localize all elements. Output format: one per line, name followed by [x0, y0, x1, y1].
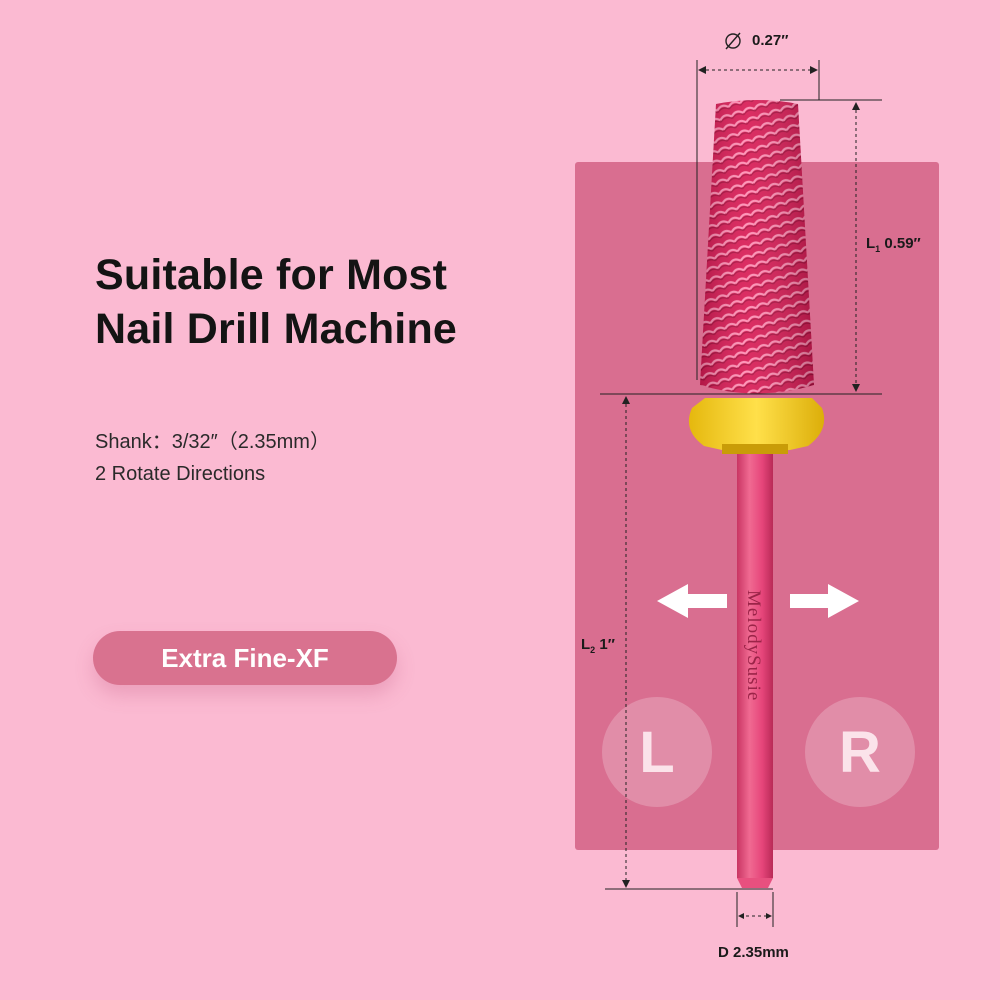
- head-length-subscript: 1: [875, 244, 881, 254]
- shank-spec: Shank：3/32″（2.35mm）: [95, 431, 330, 453]
- shank-length-value: 1″: [599, 636, 615, 653]
- arrow-right-icon: [790, 584, 859, 618]
- shank-length-prefix: L: [581, 636, 591, 653]
- shank-length-label: L2 1″: [581, 636, 615, 655]
- grit-badge: Extra Fine-XF: [93, 631, 397, 685]
- headline: Suitable for Most Nail Drill Machine: [95, 248, 457, 356]
- dimension-lines: [600, 60, 882, 927]
- left-direction-badge: L: [602, 697, 712, 807]
- shank-length-subscript: 2: [590, 645, 596, 655]
- right-direction-badge: R: [805, 697, 915, 807]
- directions-spec: 2 Rotate Directions: [95, 463, 266, 485]
- drill-collar: [688, 398, 825, 454]
- diameter-icon: [725, 32, 741, 50]
- head-length-value: 0.59″: [884, 235, 921, 252]
- head-length-prefix: L: [866, 235, 876, 252]
- diameter-label: 0.27″: [752, 32, 789, 49]
- brand-engraving: MelodySusie: [743, 590, 764, 701]
- headline-line-1: Suitable for Most: [95, 251, 448, 299]
- arrow-left-icon: [657, 584, 727, 618]
- dimension-arrowheads: [622, 66, 860, 919]
- headline-line-2: Nail Drill Machine: [95, 305, 458, 353]
- shank-diameter-label: D 2.35mm: [718, 944, 789, 961]
- head-length-label: L1 0.59″: [866, 235, 921, 254]
- drill-head: [700, 100, 814, 394]
- drill-shank: [737, 450, 773, 888]
